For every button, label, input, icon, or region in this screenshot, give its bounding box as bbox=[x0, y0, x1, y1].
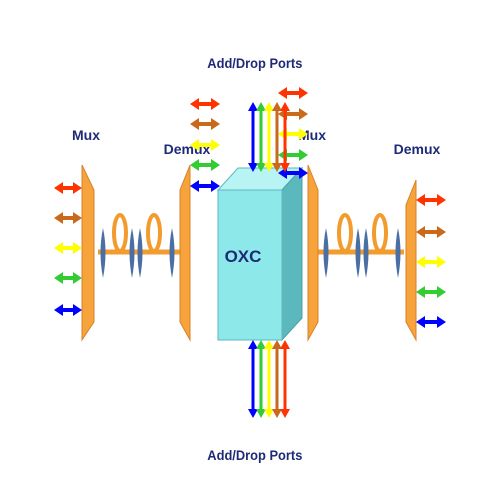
bidirectional-arrow-icon bbox=[416, 286, 446, 298]
lens-icon bbox=[100, 228, 175, 278]
bidirectional-arrow-icon bbox=[190, 180, 220, 192]
demux-right-panel bbox=[405, 179, 417, 342]
mux-right-label: Mux bbox=[298, 127, 326, 143]
bidirectional-arrow-icon bbox=[248, 102, 258, 172]
bidirectional-arrow-icon bbox=[416, 316, 446, 328]
bidirectional-arrow-icon bbox=[264, 340, 274, 418]
bidirectional-arrow-icon bbox=[280, 340, 290, 418]
bidirectional-arrow-icon bbox=[256, 102, 266, 172]
bidirectional-arrow-icon bbox=[54, 242, 82, 254]
bidirectional-arrow-icon bbox=[416, 226, 446, 238]
bidirectional-arrow-icon bbox=[256, 340, 266, 418]
bidirectional-arrow-icon bbox=[416, 256, 446, 268]
bidirectional-arrow-icon bbox=[190, 139, 220, 151]
mux-left-panel bbox=[81, 164, 95, 342]
bidirectional-arrow-icon bbox=[278, 87, 308, 99]
oxc-label: OXC bbox=[225, 247, 262, 266]
demux-left-panel bbox=[179, 164, 191, 342]
bidirectional-arrow-icon bbox=[248, 340, 258, 418]
cube-icon bbox=[216, 166, 304, 342]
bidirectional-arrow-icon bbox=[54, 212, 82, 224]
bidirectional-arrow-icon bbox=[272, 340, 282, 418]
bidirectional-arrow-icon bbox=[272, 102, 282, 172]
bidirectional-arrow-icon bbox=[416, 194, 446, 206]
bidirectional-arrow-icon bbox=[54, 272, 82, 284]
fiber-coil-icon bbox=[112, 213, 162, 253]
mux-right-panel bbox=[307, 164, 319, 342]
bidirectional-arrow-icon bbox=[264, 102, 274, 172]
fiber-coil-icon bbox=[337, 213, 388, 253]
add-drop-top-label: Add/Drop Ports bbox=[207, 56, 302, 72]
mux-left-label: Mux bbox=[72, 127, 100, 143]
bidirectional-arrow-icon bbox=[278, 149, 308, 161]
channel-arrows bbox=[54, 87, 446, 418]
bidirectional-arrow-icon bbox=[190, 98, 220, 110]
add-drop-bottom-label: Add/Drop Ports bbox=[207, 448, 302, 464]
lens-icon bbox=[323, 228, 401, 278]
bidirectional-arrow-icon bbox=[280, 102, 290, 172]
demux-right-label: Demux bbox=[394, 141, 441, 157]
bidirectional-arrow-icon bbox=[54, 182, 82, 194]
bidirectional-arrow-icon bbox=[190, 118, 220, 130]
bidirectional-arrow-icon bbox=[54, 304, 82, 316]
bidirectional-arrow-icon bbox=[190, 159, 220, 171]
